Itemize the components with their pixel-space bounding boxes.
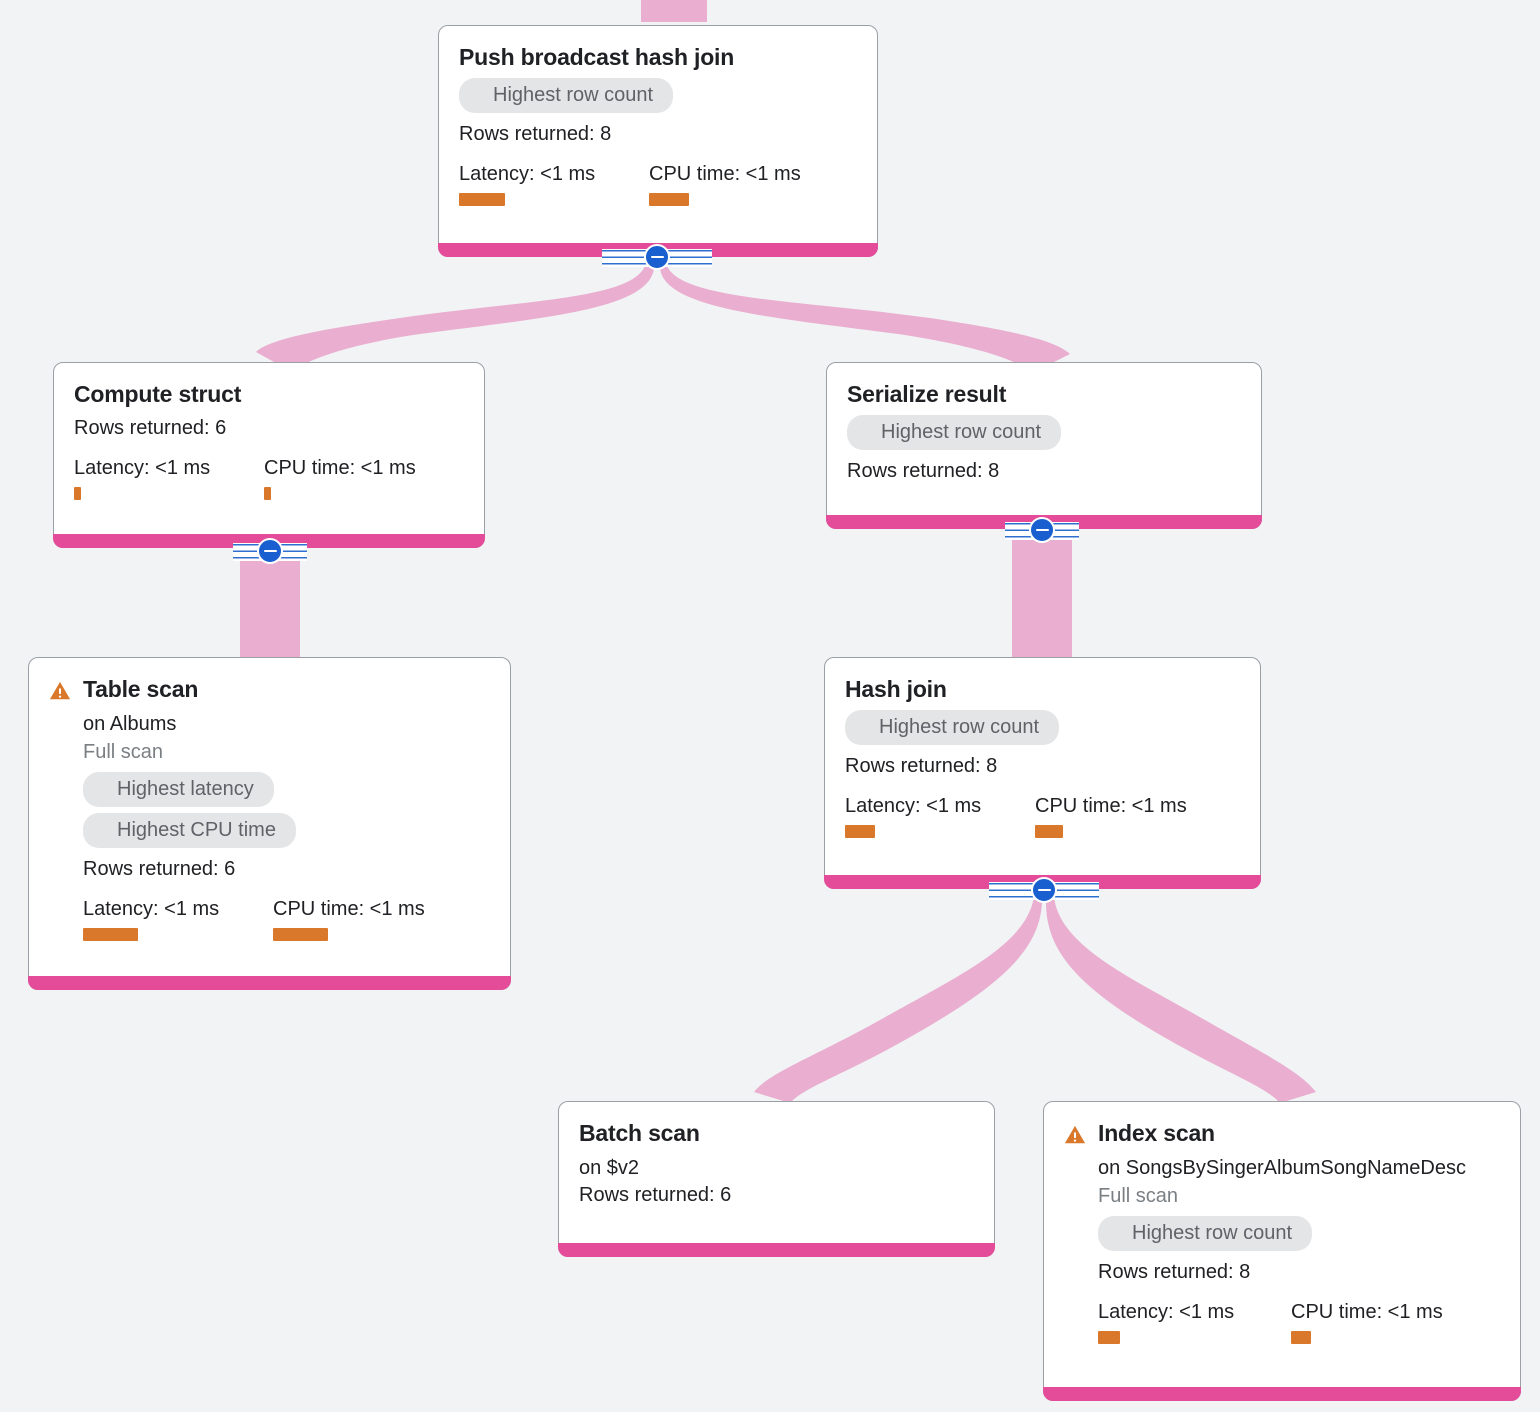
scan-type: Full scan <box>83 741 164 764</box>
rows-returned: Rows returned: 6 <box>74 417 227 440</box>
node-push-broadcast-hash-join[interactable]: Push broadcast hash join Highest row cou… <box>438 25 878 257</box>
node-title: Serialize result <box>847 381 1007 407</box>
latency-metric: Latency: <1 ms <box>74 456 264 501</box>
latency-label: Latency: <1 ms <box>459 163 596 186</box>
node-accent-bar <box>28 976 511 990</box>
status-badge: Highest row count <box>847 415 1062 451</box>
cpu-time-label: CPU time: <1 ms <box>273 898 425 921</box>
node-header: Table scan <box>49 676 490 702</box>
cpu-time-label: CPU time: <1 ms <box>264 457 416 480</box>
latency-label: Latency: <1 ms <box>845 795 982 818</box>
node-header: Index scan <box>1064 1120 1500 1146</box>
metrics-row: Latency: <1 ms CPU time: <1 ms <box>459 162 857 207</box>
node-batch-scan[interactable]: Batch scan on $v2 Rows returned: 6 <box>558 1101 995 1257</box>
badge-list: Highest row count <box>459 70 857 114</box>
edge-hash-join-to-batch-scan <box>754 897 1042 1103</box>
edge-hash-join-to-index-scan <box>1046 897 1316 1103</box>
node-header: Hash join <box>845 676 1240 702</box>
latency-bar <box>845 825 875 839</box>
edge-push-to-serialize-result <box>660 262 1070 373</box>
badge-list: Highest row count <box>1098 1208 1500 1252</box>
badge-list: Highest latency Highest CPU time <box>83 764 490 849</box>
rows-returned: Rows returned: 8 <box>459 123 612 146</box>
latency-bar <box>83 928 138 942</box>
collapse-toggle-hash-join[interactable] <box>989 877 1099 903</box>
cpu-time-metric: CPU time: <1 ms <box>264 456 416 501</box>
rows-returned: Rows returned: 8 <box>1098 1261 1251 1284</box>
node-subtitle: on SongsBySingerAlbumSongNameDesc <box>1098 1157 1466 1180</box>
edge-push-to-compute-struct <box>256 262 654 372</box>
node-accent-bar <box>558 1243 995 1257</box>
collapse-toggle-serialize-result[interactable] <box>987 517 1097 543</box>
latency-label: Latency: <1 ms <box>74 457 211 480</box>
cpu-time-bar <box>1035 825 1063 839</box>
latency-metric: Latency: <1 ms <box>1098 1300 1291 1345</box>
node-header: Batch scan <box>579 1120 974 1146</box>
status-badge: Highest row count <box>459 78 674 114</box>
collapse-toggle-push-broadcast-hash-join[interactable] <box>602 244 712 270</box>
latency-bar <box>459 193 505 207</box>
cpu-time-label: CPU time: <1 ms <box>649 163 801 186</box>
node-header: Push broadcast hash join <box>459 44 857 70</box>
cpu-time-bar <box>264 487 271 501</box>
warning-icon <box>1064 1125 1086 1144</box>
status-badge: Highest row count <box>845 710 1060 746</box>
latency-bar <box>1098 1331 1120 1345</box>
edge-compute-struct-to-table-scan <box>240 552 300 662</box>
badge-list: Highest row count <box>847 407 1241 451</box>
warning-icon <box>49 681 71 700</box>
cpu-time-metric: CPU time: <1 ms <box>649 162 801 207</box>
status-badge: Highest row count <box>1098 1216 1313 1252</box>
cpu-time-metric: CPU time: <1 ms <box>273 897 425 942</box>
status-badge-highest-latency: Highest latency <box>83 772 274 808</box>
latency-bar <box>74 487 81 501</box>
node-header: Serialize result <box>847 381 1241 407</box>
metrics-row: Latency: <1 ms CPU time: <1 ms <box>845 794 1240 839</box>
metrics-row: Latency: <1 ms CPU time: <1 ms <box>1098 1300 1500 1345</box>
minus-icon <box>257 538 283 564</box>
rows-returned: Rows returned: 8 <box>847 460 1000 483</box>
rows-returned: Rows returned: 6 <box>579 1184 732 1207</box>
rows-returned: Rows returned: 8 <box>845 755 998 778</box>
node-title: Hash join <box>845 676 947 702</box>
collapse-toggle-compute-struct[interactable] <box>215 538 325 564</box>
status-badge-highest-cpu-time: Highest CPU time <box>83 813 296 849</box>
latency-label: Latency: <1 ms <box>1098 1301 1235 1324</box>
cpu-time-metric: CPU time: <1 ms <box>1035 794 1187 839</box>
node-accent-bar <box>1043 1387 1521 1401</box>
cpu-time-bar <box>649 193 689 207</box>
latency-metric: Latency: <1 ms <box>845 794 1035 839</box>
minus-icon <box>644 244 670 270</box>
minus-icon <box>1031 877 1057 903</box>
node-title: Compute struct <box>74 381 242 407</box>
node-index-scan[interactable]: Index scan on SongsBySingerAlbumSongName… <box>1043 1101 1521 1401</box>
node-header: Compute struct <box>74 381 464 407</box>
node-title: Index scan <box>1098 1120 1215 1146</box>
node-title: Table scan <box>83 676 199 702</box>
node-compute-struct[interactable]: Compute struct Rows returned: 6 Latency:… <box>53 362 485 548</box>
badge-list: Highest row count <box>845 702 1240 746</box>
node-subtitle: on Albums <box>83 713 177 736</box>
cpu-time-bar <box>1291 1331 1311 1345</box>
scan-type: Full scan <box>1098 1185 1179 1208</box>
cpu-time-metric: CPU time: <1 ms <box>1291 1300 1443 1345</box>
latency-label: Latency: <1 ms <box>83 898 220 921</box>
node-title: Push broadcast hash join <box>459 44 735 70</box>
node-serialize-result[interactable]: Serialize result Highest row count Rows … <box>826 362 1262 529</box>
cpu-time-bar <box>273 928 328 942</box>
node-title: Batch scan <box>579 1120 700 1146</box>
node-table-scan[interactable]: Table scan on Albums Full scan Highest l… <box>28 657 511 990</box>
minus-icon <box>1029 517 1055 543</box>
latency-metric: Latency: <1 ms <box>83 897 273 942</box>
edge-incoming-root <box>641 0 707 22</box>
edge-serialize-result-to-hash-join <box>1012 531 1072 660</box>
cpu-time-label: CPU time: <1 ms <box>1291 1301 1443 1324</box>
cpu-time-label: CPU time: <1 ms <box>1035 795 1187 818</box>
latency-metric: Latency: <1 ms <box>459 162 649 207</box>
node-subtitle: on $v2 <box>579 1157 640 1180</box>
rows-returned: Rows returned: 6 <box>83 858 236 881</box>
node-hash-join[interactable]: Hash join Highest row count Rows returne… <box>824 657 1261 889</box>
metrics-row: Latency: <1 ms CPU time: <1 ms <box>83 897 490 942</box>
metrics-row: Latency: <1 ms CPU time: <1 ms <box>74 456 464 501</box>
